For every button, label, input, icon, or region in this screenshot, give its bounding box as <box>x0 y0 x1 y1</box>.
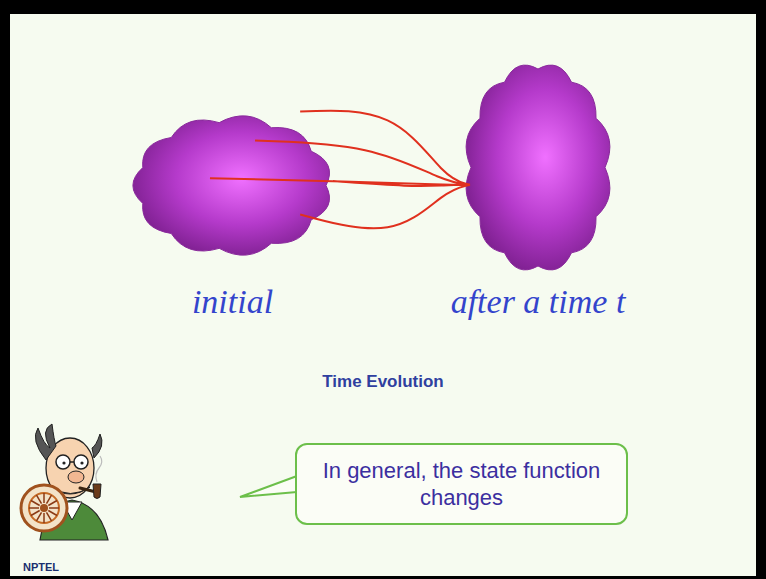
callout-box: In general, the state function changes <box>295 443 628 525</box>
cloud-shape <box>130 113 335 258</box>
slide-ground <box>10 14 756 576</box>
state-cloud: initial <box>130 113 335 258</box>
slide-caption: Time Evolution <box>322 372 444 392</box>
logo-text: NPTEL <box>23 561 59 573</box>
callout-text: In general, the state function changes <box>317 457 607 512</box>
state-label: initial <box>192 283 273 320</box>
nptel-emblem <box>21 485 67 531</box>
state-cloud: after a time t <box>462 60 614 275</box>
speech-callout: In general, the state function changes <box>295 443 628 525</box>
state-label: after a time t <box>451 283 626 320</box>
cloud-shape <box>462 60 614 275</box>
callout-tail <box>240 476 297 497</box>
